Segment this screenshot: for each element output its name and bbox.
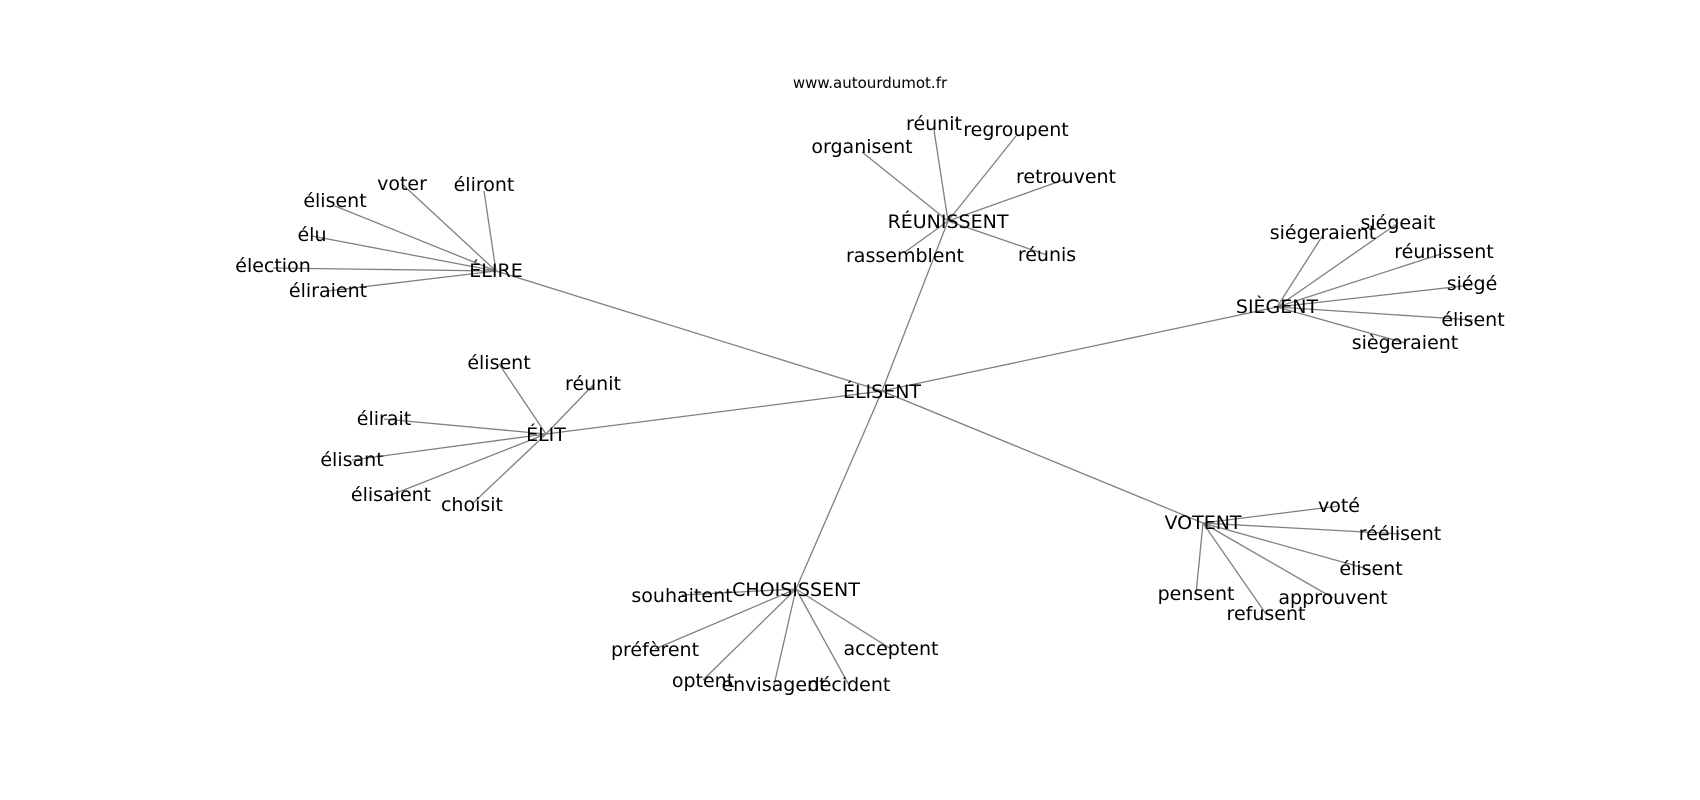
leaf-word-node[interactable]: élisent <box>467 352 530 374</box>
leaf-word-node[interactable]: élisant <box>320 449 383 471</box>
edge-hub-leaf <box>483 190 497 272</box>
source-watermark[interactable]: www.autourdumot.fr <box>793 74 948 92</box>
edge-hub-leaf <box>1276 252 1445 308</box>
leaf-word-node[interactable]: réunit <box>565 373 621 395</box>
hub-word-node[interactable]: SIÈGENT <box>1236 295 1319 318</box>
edge-hub-leaf <box>498 363 547 435</box>
leaf-word-node[interactable]: élisent <box>1339 558 1402 580</box>
edge-hub-leaf <box>1202 522 1372 571</box>
leaf-word-node[interactable]: choisit <box>441 494 503 516</box>
edge-hub-leaf <box>773 588 797 686</box>
edge-hub-leaf <box>390 433 547 496</box>
leaf-word-node[interactable]: éliraient <box>289 280 367 302</box>
edge-hub-leaf <box>327 270 497 292</box>
hub-word-node[interactable]: ÉLIT <box>526 423 566 446</box>
edge-hub-leaf <box>1195 522 1204 595</box>
edge-center-hub <box>495 270 883 392</box>
edge-hub-leaf <box>272 267 497 272</box>
edge-hub-leaf <box>654 588 797 650</box>
hub-word-node[interactable]: VOTENT <box>1164 512 1241 534</box>
edge-hub-leaf <box>795 588 892 650</box>
edge-hub-leaf <box>1276 306 1406 344</box>
edge-hub-leaf <box>702 588 797 681</box>
edge-center-hub <box>881 220 949 392</box>
edge-hub-leaf <box>545 384 594 435</box>
edge-hub-leaf <box>1276 222 1399 308</box>
edge-hub-leaf <box>351 433 547 461</box>
edge-hub-leaf <box>401 183 497 272</box>
edge-center-hub <box>795 390 883 590</box>
edge-center-hub <box>881 306 1278 392</box>
edge-hub-leaf <box>311 235 497 272</box>
leaf-word-node[interactable]: élisent <box>1441 309 1504 331</box>
edge-hub-leaf <box>947 220 1048 256</box>
leaf-word-node[interactable]: approuvent <box>1278 587 1387 609</box>
hub-word-node[interactable]: RÉUNISSENT <box>888 210 1009 233</box>
hub-word-node[interactable]: ÉLIRE <box>469 259 522 282</box>
leaf-word-node[interactable]: décident <box>808 674 891 696</box>
leaf-word-node[interactable]: siègeraient <box>1352 332 1459 354</box>
leaf-word-node[interactable]: réunis <box>1018 244 1076 266</box>
leaf-word-node[interactable]: élection <box>235 255 311 277</box>
leaf-word-node[interactable]: retrouvent <box>1016 166 1116 188</box>
leaf-word-node[interactable]: élisent <box>303 190 366 212</box>
edge-hub-leaf <box>1276 234 1324 308</box>
edge-center-hub <box>545 390 883 435</box>
leaf-word-node[interactable]: élirait <box>357 408 411 430</box>
hub-word-node[interactable]: CHOISISSENT <box>732 579 860 601</box>
graph-edges <box>272 129 1474 686</box>
leaf-word-node[interactable]: réunissent <box>1394 241 1493 263</box>
edge-hub-leaf <box>383 418 547 435</box>
edge-hub-leaf <box>1202 505 1340 524</box>
edge-hub-leaf <box>681 588 797 596</box>
edge-hub-leaf <box>334 205 497 272</box>
edge-hub-leaf <box>947 178 1067 222</box>
leaf-word-node[interactable]: siégeait <box>1361 212 1436 234</box>
edge-hub-leaf <box>933 129 949 222</box>
leaf-word-node[interactable]: réunit <box>906 113 962 135</box>
edge-hub-leaf <box>947 135 1017 222</box>
leaf-word-node[interactable]: regroupent <box>963 119 1068 141</box>
edge-hub-leaf <box>1276 306 1474 321</box>
edge-hub-leaf <box>1202 522 1401 535</box>
leaf-word-node[interactable]: voter <box>377 173 427 195</box>
leaf-word-node[interactable]: éliront <box>454 174 515 196</box>
leaf-word-node[interactable]: pensent <box>1158 583 1235 605</box>
edge-hub-leaf <box>795 588 850 686</box>
edge-hub-leaf <box>904 220 949 253</box>
edge-center-hub <box>881 390 1204 524</box>
leaf-word-node[interactable]: rassemblent <box>846 245 964 267</box>
center-word-node[interactable]: ÉLISENT <box>843 380 921 403</box>
leaf-word-node[interactable]: élu <box>297 224 326 246</box>
graph-labels: ÉLISENT ÉLIRE voter éliront élisent élu électi… <box>235 113 1504 696</box>
leaf-word-node[interactable]: préfèrent <box>611 639 699 661</box>
leaf-word-node[interactable]: siégeraient <box>1270 222 1377 244</box>
edge-hub-leaf <box>1202 522 1334 599</box>
leaf-word-node[interactable]: souhaitent <box>631 585 732 607</box>
edge-hub-leaf <box>1202 522 1267 615</box>
leaf-word-node[interactable]: élisaient <box>351 484 431 506</box>
edge-hub-leaf <box>471 433 547 505</box>
leaf-word-node[interactable]: réélisent <box>1359 523 1441 545</box>
leaf-word-node[interactable]: voté <box>1318 495 1360 517</box>
leaf-word-node[interactable]: envisagent <box>721 674 826 696</box>
leaf-word-node[interactable]: optent <box>672 670 734 692</box>
leaf-word-node[interactable]: organisent <box>811 136 912 158</box>
leaf-word-node[interactable]: acceptent <box>844 638 939 660</box>
leaf-word-node[interactable]: refusent <box>1227 603 1306 625</box>
leaf-word-node[interactable]: siégé <box>1447 273 1498 295</box>
edge-hub-leaf <box>861 151 949 222</box>
edge-hub-leaf <box>1276 284 1473 308</box>
